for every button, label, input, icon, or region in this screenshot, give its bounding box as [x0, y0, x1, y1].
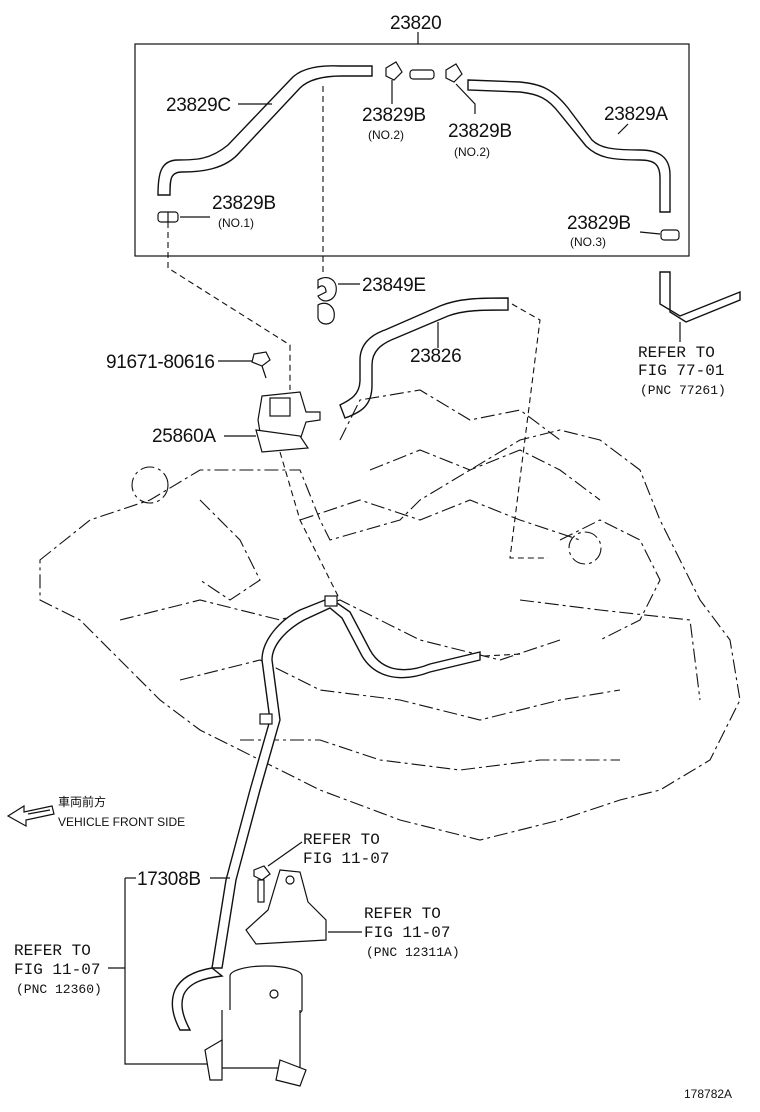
- ref3-line3: (PNC 12311A): [366, 945, 460, 960]
- ref-hose-stub-icon: [659, 271, 741, 323]
- engine-outline: [39, 389, 741, 841]
- ref1-line2: FIG 77-01: [638, 362, 724, 380]
- ref4-line2: FIG 11-07: [14, 961, 100, 979]
- clip-23829b-no2-right-icon[interactable]: [445, 63, 463, 83]
- label-91671-80616[interactable]: 91671-80616: [106, 352, 215, 373]
- label-17308b[interactable]: 17308B: [137, 869, 201, 890]
- canister-icon: [204, 965, 307, 1087]
- label-23826[interactable]: 23826: [410, 346, 462, 367]
- ref2-line2: FIG 11-07: [303, 850, 389, 868]
- label-23829b-no2-left[interactable]: 23829B: [362, 105, 426, 126]
- ref2-line1: REFER TO: [303, 831, 380, 849]
- valve-25860a-icon[interactable]: [255, 391, 321, 453]
- label-25860a[interactable]: 25860A: [152, 426, 217, 447]
- label-23829b-no2-right[interactable]: 23829B: [448, 121, 512, 142]
- connector-icon: [409, 69, 435, 80]
- label-23829c[interactable]: 23829C: [166, 95, 231, 116]
- front-label-jp: 車両前方: [58, 794, 106, 809]
- clamp-23849e-icon[interactable]: [317, 277, 337, 325]
- label-23829b-no1[interactable]: 23829B: [212, 193, 276, 214]
- sublabel-no1: (NO.1): [218, 216, 254, 230]
- front-arrow-icon: [6, 804, 55, 828]
- figure-id: 178782A: [684, 1087, 732, 1101]
- ref1-line1: REFER TO: [638, 344, 715, 362]
- bolt-icon: [253, 865, 271, 903]
- ref4-line3: (PNC 12360): [16, 982, 102, 997]
- hose-23829a[interactable]: [467, 79, 671, 213]
- clip-23829b-no3-icon[interactable]: [660, 229, 680, 241]
- ref3-line2: FIG 11-07: [364, 924, 450, 942]
- clip-23829b-no2-left-icon[interactable]: [385, 61, 403, 81]
- ref3-line1: REFER TO: [364, 905, 441, 923]
- ref4-line1: REFER TO: [14, 942, 91, 960]
- bracket-icon: [245, 869, 327, 945]
- sublabel-no3: (NO.3): [570, 235, 606, 249]
- front-label-en: VEHICLE FRONT SIDE: [58, 815, 185, 829]
- label-23820[interactable]: 23820: [390, 13, 442, 34]
- assembly-box: [134, 43, 690, 257]
- hose-23829c[interactable]: [157, 65, 373, 196]
- clip-23829b-no1-icon[interactable]: [157, 211, 179, 223]
- label-23849e[interactable]: 23849E: [362, 275, 426, 296]
- label-23829a[interactable]: 23829A: [604, 104, 669, 125]
- hose-17308b[interactable]: [211, 597, 481, 969]
- ref1-line3: (PNC 77261): [640, 383, 726, 398]
- sublabel-no2-right: (NO.2): [454, 145, 490, 159]
- bolt-91671-icon[interactable]: [251, 351, 271, 379]
- label-23829b-no3[interactable]: 23829B: [567, 213, 631, 234]
- sublabel-no2-left: (NO.2): [368, 128, 404, 142]
